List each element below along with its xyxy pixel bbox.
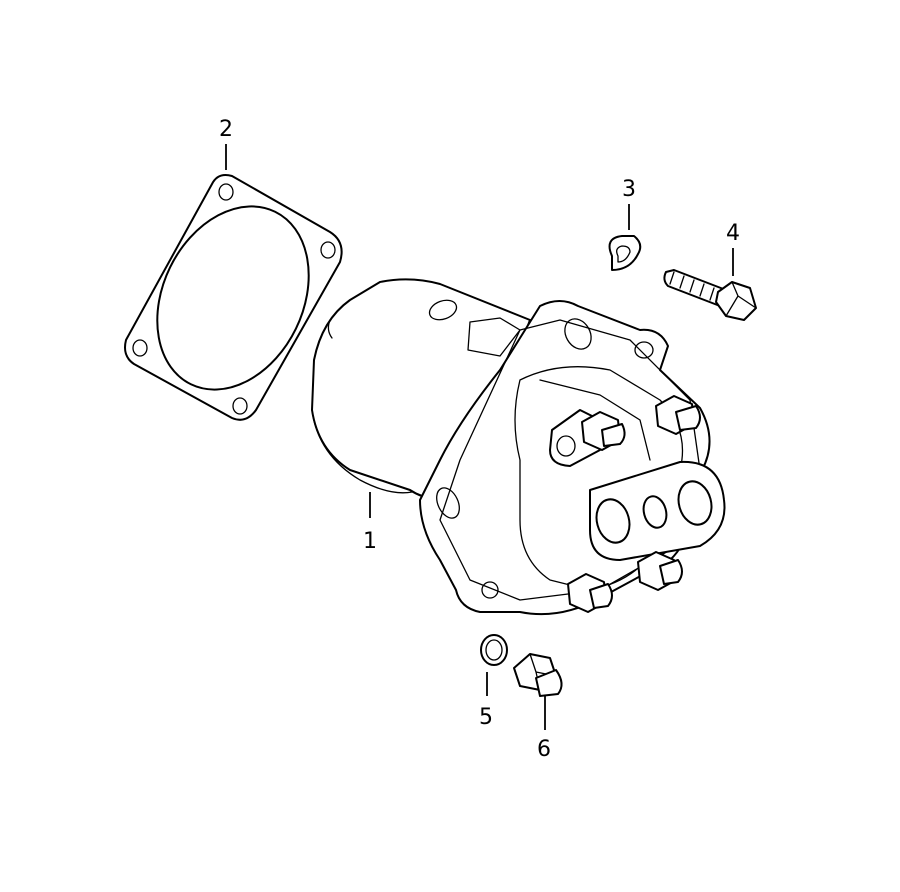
svg-text:2: 2 bbox=[219, 117, 233, 142]
callout-4: 4 bbox=[726, 221, 740, 276]
callout-3: 3 bbox=[622, 177, 636, 230]
callout-6: 6 bbox=[537, 696, 551, 762]
callout-2: 2 bbox=[219, 117, 233, 170]
gasket-icon bbox=[124, 174, 343, 421]
svg-text:5: 5 bbox=[479, 705, 493, 730]
hex-bolt-icon bbox=[663, 269, 757, 321]
callout-1: 1 bbox=[363, 492, 377, 554]
svg-text:4: 4 bbox=[726, 221, 740, 246]
svg-text:6: 6 bbox=[537, 737, 551, 762]
callout-5: 5 bbox=[479, 672, 493, 730]
svg-text:1: 1 bbox=[363, 529, 377, 554]
washer-icon bbox=[608, 235, 642, 271]
washer-icon bbox=[480, 634, 508, 666]
svg-text:3: 3 bbox=[622, 177, 636, 202]
fuel-pump-icon bbox=[311, 278, 726, 616]
drain-plug-icon bbox=[513, 653, 563, 697]
